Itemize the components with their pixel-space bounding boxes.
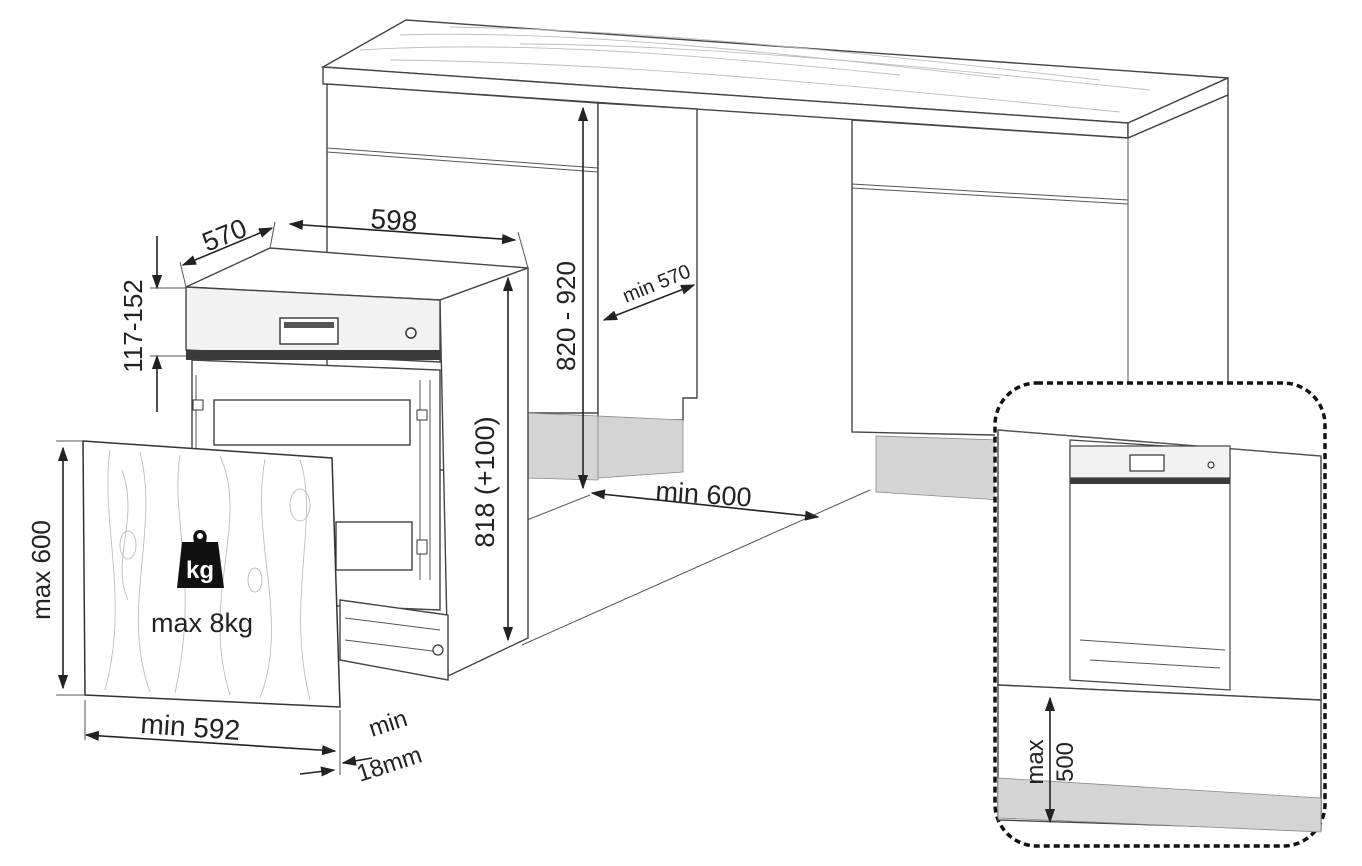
right-cabinet	[851, 93, 1229, 501]
door-thickness-label-line2: 18mm	[354, 741, 426, 787]
weight-icon-text: kg	[186, 557, 214, 584]
display-window	[279, 317, 339, 345]
weight-icon: kg	[177, 530, 224, 588]
width-label: 598	[370, 203, 419, 237]
depth-label: 570	[198, 213, 251, 258]
inset-detail: max 500	[993, 381, 1327, 848]
door-thickness-label-line1: min	[366, 705, 411, 743]
door-height-label: max 600	[26, 520, 56, 620]
power-button	[405, 327, 417, 339]
dimension-lines	[56, 106, 820, 777]
appliance-height-label: 818 (+100)	[470, 416, 500, 547]
furniture-door-panel: kg max 8kg	[82, 440, 341, 708]
kitchen-cabinets	[320, 19, 1229, 646]
door-width-label: min 592	[140, 708, 242, 746]
niche-width-label: min 600	[655, 476, 753, 513]
inset-max-label-line1: max	[1022, 739, 1049, 784]
panel-height-label: 117-152	[118, 279, 148, 373]
max-weight-label: max 8kg	[151, 608, 253, 638]
countertop	[320, 19, 1229, 140]
inset-max-label-line2: 500	[1052, 742, 1079, 782]
counter-height-label: 820 - 920	[551, 261, 581, 371]
